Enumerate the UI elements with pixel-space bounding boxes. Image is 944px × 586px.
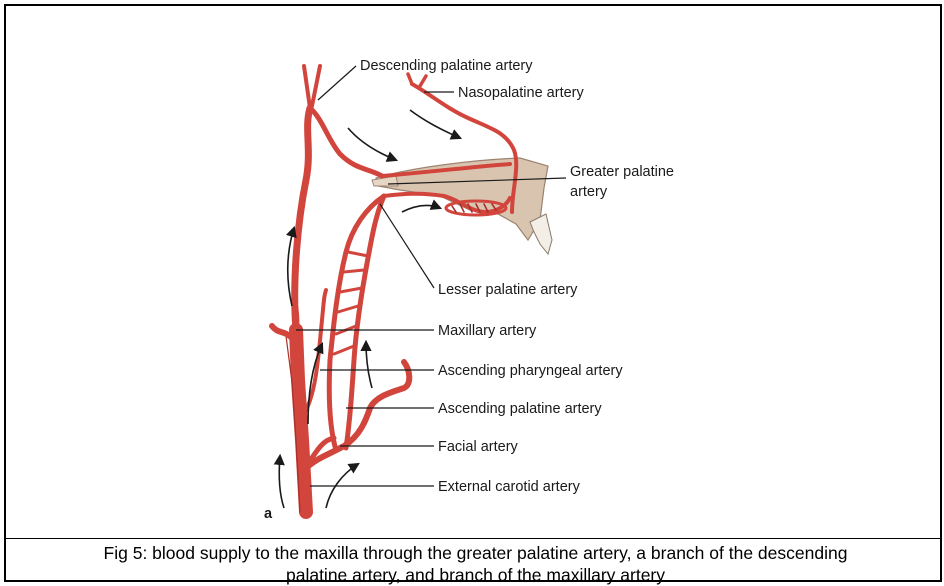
label-greater-palatine-line2: artery [570,184,608,200]
panel-letter: a [264,506,273,522]
leader-lines [296,66,566,486]
label-nasopalatine: Nasopalatine artery [458,85,584,101]
caption-divider [4,538,942,539]
facial-vessel [304,362,409,470]
figure-caption: Fig 5: blood supply to the maxilla throu… [8,542,943,586]
tooth [530,214,552,254]
label-ascending-pharyngeal: Ascending pharyngeal artery [438,363,623,379]
label-descending-palatine: Descending palatine artery [360,58,533,74]
label-facial: Facial artery [438,439,519,455]
label-greater-palatine-line1: Greater palatine [570,164,674,180]
label-ascending-palatine: Ascending palatine artery [438,401,602,417]
ascending-palatine-vessel [329,196,384,450]
external-carotid-vessel [272,66,320,512]
descending-palatine-vessel [310,108,510,176]
label-maxillary: Maxillary artery [438,323,537,339]
label-external-carotid: External carotid artery [438,479,581,495]
caption-line-1: Fig 5: blood supply to the maxilla throu… [8,542,943,564]
label-lesser-palatine: Lesser palatine artery [438,282,578,298]
caption-line-2: palatine artery, and branch of the maxil… [8,564,943,586]
